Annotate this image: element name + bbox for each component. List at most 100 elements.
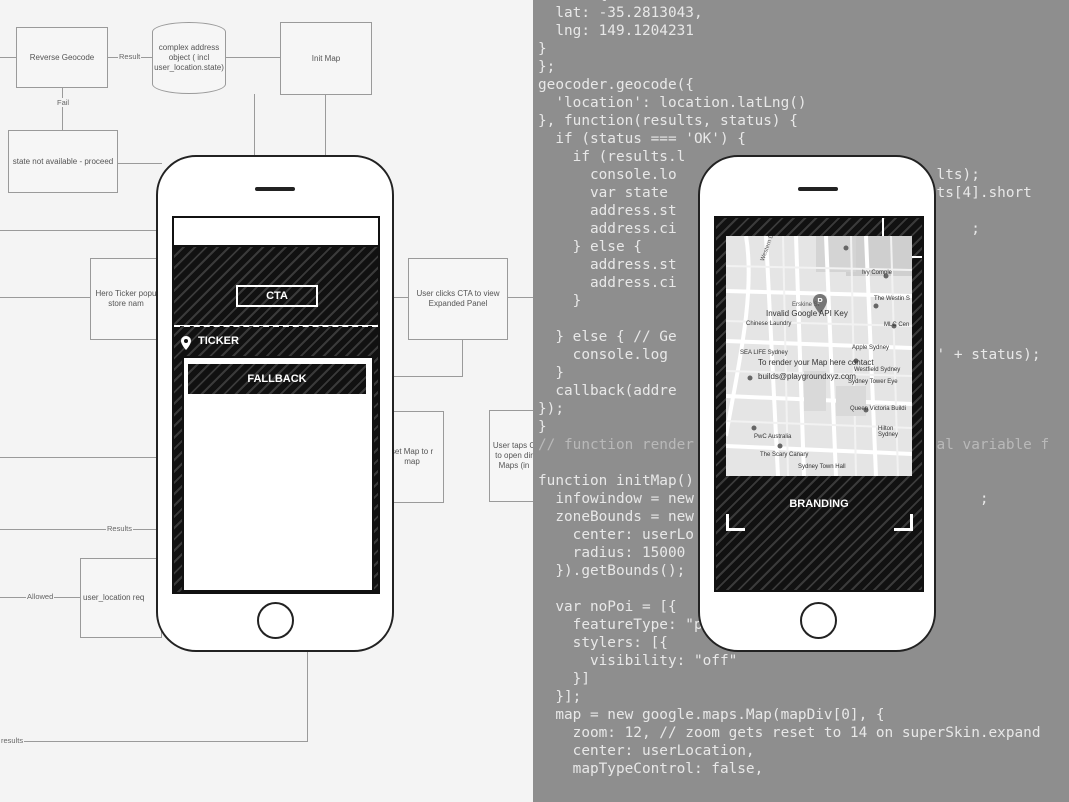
svg-text:P: P <box>817 297 823 306</box>
branding-label: BRANDING <box>789 498 849 510</box>
status-bar <box>174 218 378 247</box>
code-line: address.ci ; <box>589 221 980 237</box>
code-line: mapTypeControl: false, <box>538 761 764 777</box>
code-line: 'location': location.latLng() <box>538 95 807 111</box>
map-graphic <box>726 236 912 476</box>
code-line: } <box>538 419 547 435</box>
map-pin-icon <box>181 336 191 350</box>
node-user-taps: User taps C to open dir Maps (in <box>489 410 533 502</box>
code-line: address.st <box>538 257 677 273</box>
code-line: zoneBounds = new <box>538 509 694 525</box>
code-line: visibility: "off" <box>538 653 738 669</box>
code-line: }).getBounds(); <box>538 563 686 579</box>
edge-label-fail: Fail <box>56 98 71 107</box>
code-line: infowindow = new ; <box>555 491 989 507</box>
code-line: } <box>538 293 582 309</box>
code-line: center: userLo <box>538 527 694 543</box>
code-block: 'ACT': { lat: -35.2813043, lng: 149.1204… <box>538 0 1049 778</box>
code-line: }, function(results, status) { <box>538 113 798 129</box>
connector <box>0 297 90 298</box>
code-line: } else { <box>538 239 642 255</box>
cta-button[interactable]: CTA <box>236 285 318 307</box>
code-line: address.st <box>538 203 677 219</box>
map-street-label: Ivy Comple <box>862 270 893 276</box>
map-street-label: Chinese Laundry <box>746 321 792 327</box>
connector <box>392 376 463 377</box>
map-street-label: Erskine St <box>792 302 820 308</box>
phone-left: CTA TICKER FALLBACK <box>156 155 394 652</box>
ticker-label: TICKER <box>198 335 239 347</box>
map-street-label: Sydney Tower Eye <box>848 379 898 385</box>
corner-bracket-right <box>894 514 913 531</box>
code-line: console.lo lts); <box>589 167 980 183</box>
connector <box>392 297 408 298</box>
code-line: zoom: 12, // zoom gets reset to 14 on su… <box>538 725 1041 741</box>
map-street-label: The Scary Canary <box>760 452 809 458</box>
node-complex-address: complex address object ( incl user_locat… <box>152 22 226 94</box>
code-line: if (status === 'OK') { <box>538 131 746 147</box>
code-line: }; <box>538 59 556 75</box>
code-line: center: userLocation, <box>538 743 755 759</box>
edge-label-result: Result <box>118 52 142 61</box>
fallback-button[interactable]: FALLBACK <box>188 364 366 394</box>
phone-right-screen: P Western Dist Erskine St Ivy Comple The… <box>714 216 924 592</box>
connector <box>0 741 308 742</box>
home-button[interactable] <box>800 602 837 639</box>
connector <box>0 457 160 458</box>
connector <box>462 340 463 376</box>
map-street-label: Sydney Town Hall <box>798 464 846 470</box>
code-line: lng: 149.1204231 <box>538 23 694 39</box>
location-marker-icon: P <box>813 294 827 314</box>
code-line: function initMap() <box>538 473 694 489</box>
edge-label-results: Results <box>106 524 134 533</box>
phone-right: P Western Dist Erskine St Ivy Comple The… <box>698 155 936 652</box>
connector <box>117 163 162 164</box>
connector <box>226 57 280 58</box>
node-hero-ticker: Hero Ticker popu store nam <box>90 258 162 340</box>
map-street-label: The Westin S <box>874 296 910 302</box>
code-line: 'ACT': { <box>538 0 607 3</box>
node-init-map: Init Map <box>280 22 372 95</box>
node-user-location-req: user_location req <box>80 558 162 638</box>
map-street-label: MLC Cen <box>884 322 910 328</box>
connector <box>0 57 16 58</box>
code-line: } else { // Ge <box>538 329 677 345</box>
code-line: lat: -35.2813043, <box>538 5 703 21</box>
code-line: stylers: [{ <box>538 635 668 651</box>
code-line: callback(addre <box>538 383 677 399</box>
home-button[interactable] <box>257 602 294 639</box>
code-line: address.ci <box>538 275 677 291</box>
code-line: map = new google.maps.Map(mapDiv[0], { <box>538 707 885 723</box>
code-line: }); <box>538 401 564 417</box>
map-error-line3: builds@playgroundxyz.com <box>758 372 856 381</box>
map-error-line2: To render your Map here contact <box>758 358 874 367</box>
code-line: geocoder.geocode({ <box>538 77 694 93</box>
connector <box>254 94 255 158</box>
phone-speaker <box>255 187 295 191</box>
map-view[interactable]: P Western Dist Erskine St Ivy Comple The… <box>726 236 912 476</box>
connector <box>325 95 326 155</box>
map-error-line1: Invalid Google API Key <box>766 309 848 318</box>
code-line: } <box>538 365 564 381</box>
edge-label-results-bottom: results <box>0 736 25 745</box>
map-street-label: Hilton Sydney <box>878 426 899 438</box>
map-street-label: Westfield Sydney <box>854 367 901 373</box>
phone-speaker <box>798 187 838 191</box>
map-street-label: SEA LIFE Sydney <box>740 350 788 356</box>
connector <box>307 650 308 742</box>
corner-bracket-left <box>726 514 745 531</box>
code-panel: 'ACT': { lat: -35.2813043, lng: 149.1204… <box>533 0 1069 802</box>
map-street-label: Apple Sydney <box>852 345 890 351</box>
map-street-label: PwC Australia <box>754 434 792 440</box>
code-line: if (results.l <box>538 149 686 165</box>
edge-label-allowed: Allowed <box>26 592 55 601</box>
divider <box>174 325 378 327</box>
phone-left-screen: CTA TICKER FALLBACK <box>172 216 380 594</box>
code-line: // function render obal variable f <box>538 437 1050 453</box>
code-line: var noPoi = [{ <box>538 599 677 615</box>
code-line: radius: 15000 <box>538 545 686 561</box>
code-line: }]; <box>538 689 582 705</box>
map-street-label: Queen Victoria Buildi <box>850 406 906 412</box>
code-line: console.log ' + status); <box>572 347 1041 363</box>
node-user-clicks-cta: User clicks CTA to view Expanded Panel <box>408 258 508 340</box>
